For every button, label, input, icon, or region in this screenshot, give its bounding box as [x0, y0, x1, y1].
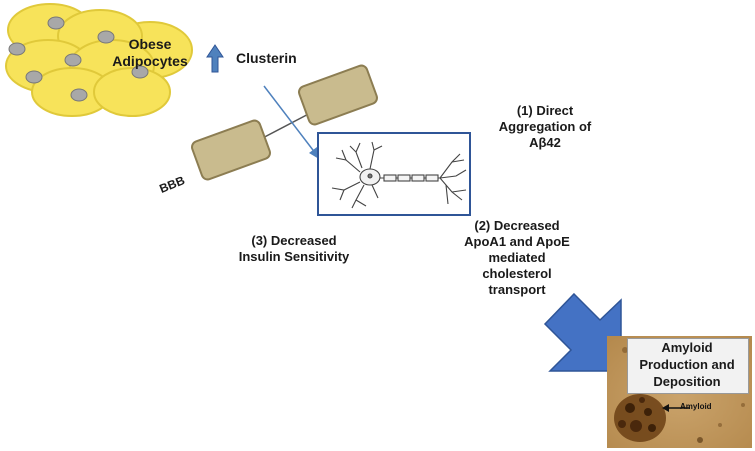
outcome-box — [627, 338, 749, 394]
neuron-icon — [331, 141, 467, 209]
adipocyte-nucleus — [97, 30, 115, 44]
adipocyte-nucleus — [47, 16, 65, 30]
up-arrow-icon — [206, 44, 224, 73]
adipocyte-cluster — [5, 3, 193, 117]
bbb-barrier — [191, 64, 378, 181]
mechanism-2-label: (2) Decreased ApoA1 and ApoE mediated ch… — [464, 218, 570, 297]
adipocyte-nucleus — [131, 65, 149, 79]
bbb-block-right — [298, 64, 378, 126]
adipocyte-nucleus — [8, 42, 26, 56]
amyloid-plaque — [614, 394, 666, 442]
adipocytes-label: Obese Adipocytes — [112, 36, 188, 69]
mechanism-1-label: (1) Direct Aggregation of Aβ42 — [498, 103, 592, 150]
thin-arrow — [263, 85, 319, 159]
neuron-box — [317, 132, 471, 216]
mechanism-3-label: (3) Decreased Insulin Sensitivity — [238, 233, 350, 264]
amyloid-pointer-arrow — [662, 404, 690, 412]
adipocyte-nucleus — [70, 88, 88, 102]
adipocyte-nucleus — [64, 53, 82, 67]
adipocyte-cell — [93, 67, 171, 117]
histology-amyloid-label: Amyloid — [680, 402, 712, 411]
outcome-label: Amyloid Production and Deposition — [639, 340, 735, 389]
bbb-block-left — [191, 119, 271, 181]
big-down-right-arrow-icon — [543, 292, 622, 372]
clusterin-label: Clusterin — [236, 50, 297, 66]
adipocyte-nucleus — [25, 70, 43, 84]
